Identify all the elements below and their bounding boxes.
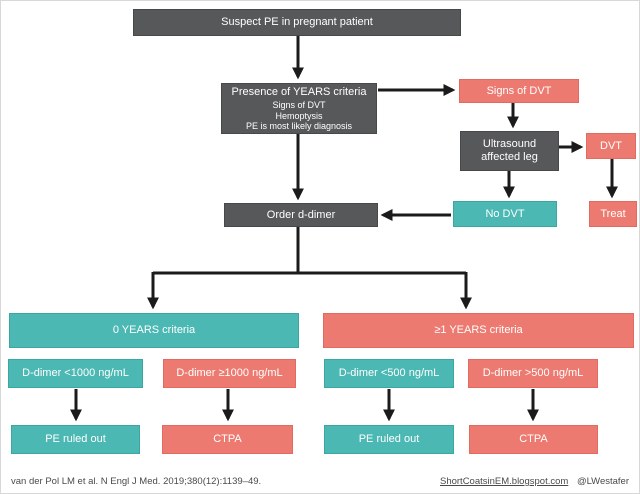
years-criteria-item: PE is most likely diagnosis <box>245 120 353 131</box>
node-treat: Treat <box>589 201 637 227</box>
node-ddimer-lt500: D-dimer <500 ng/mL <box>324 359 454 388</box>
node-ctpa-right: CTPA <box>469 425 598 454</box>
node-pe-ruled-out-right: PE ruled out <box>324 425 454 454</box>
node-ultrasound-affected-leg: Ultrasound affected leg <box>460 131 559 171</box>
author-handle: @LWestafer <box>576 476 629 487</box>
node-zero-years-criteria: 0 YEARS criteria <box>9 313 299 348</box>
footer: van der Pol LM et al. N Engl J Med. 2019… <box>1 476 639 487</box>
years-criteria-item: Hemoptysis <box>275 110 323 121</box>
citation-text: van der Pol LM et al. N Engl J Med. 2019… <box>11 476 262 487</box>
node-ddimer-gt500: D-dimer >500 ng/mL <box>468 359 598 388</box>
node-no-dvt: No DVT <box>453 201 557 227</box>
node-pe-ruled-out-left: PE ruled out <box>11 425 140 454</box>
node-ddimer-ge1000: D-dimer ≥1000 ng/mL <box>163 359 296 388</box>
years-criteria-title: Presence of YEARS criteria <box>231 85 367 98</box>
node-order-ddimer: Order d-dimer <box>224 203 378 227</box>
node-ddimer-lt1000: D-dimer <1000 ng/mL <box>8 359 143 388</box>
node-years-criteria: Presence of YEARS criteria Signs of DVT … <box>221 83 377 134</box>
node-ctpa-left: CTPA <box>162 425 293 454</box>
node-suspect-pe: Suspect PE in pregnant patient <box>133 9 461 36</box>
blog-link[interactable]: ShortCoatsinEM.blogspot.com <box>439 476 569 487</box>
years-criteria-item: Signs of DVT <box>272 100 326 111</box>
node-dvt: DVT <box>586 133 636 159</box>
footer-credits: ShortCoatsinEM.blogspot.com @LWestafer <box>434 476 629 487</box>
node-ge1-years-criteria: ≥1 YEARS criteria <box>323 313 634 348</box>
node-signs-of-dvt: Signs of DVT <box>459 79 579 103</box>
